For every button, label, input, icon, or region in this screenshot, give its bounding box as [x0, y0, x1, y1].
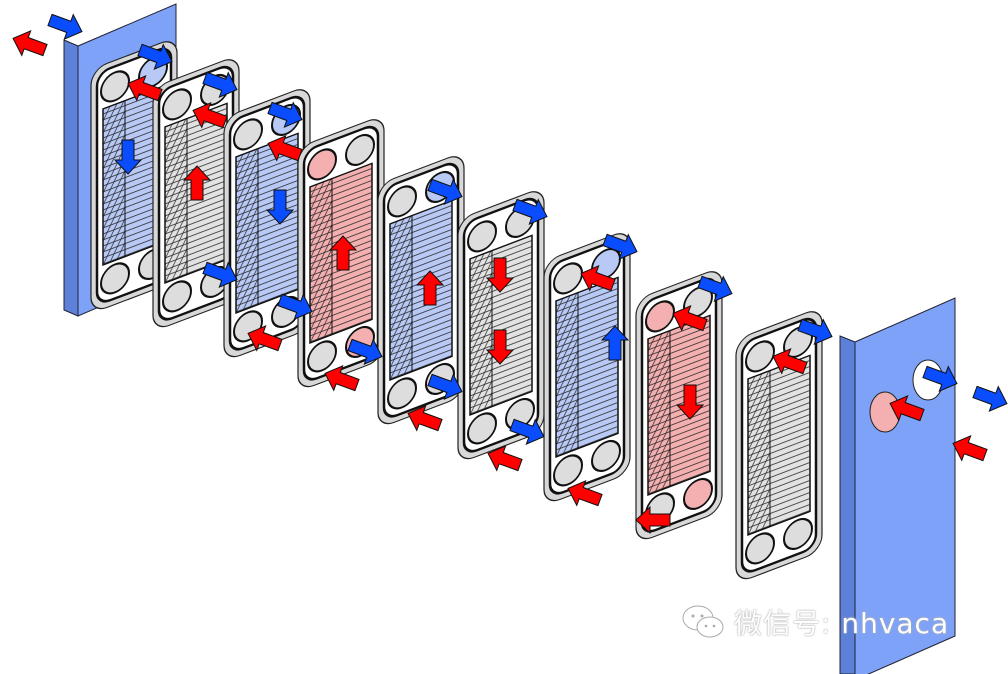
corrugation-side [647, 329, 671, 496]
cold-flow-arrow-icon [512, 198, 548, 225]
cold-flow-arrow-icon [113, 139, 143, 175]
cold-flow-arrow-icon [47, 13, 83, 40]
port [162, 88, 192, 121]
hot-flow-arrow-icon [407, 405, 443, 432]
hot-flow-arrow-icon [485, 257, 515, 293]
hot-flow-arrow-icon [567, 480, 603, 507]
cold-flow-arrow-icon [600, 325, 630, 361]
plate-5-blue [377, 156, 465, 425]
port [645, 300, 675, 333]
hot-flow-arrow-icon [672, 305, 708, 332]
hot-flow-arrow-icon [182, 165, 212, 201]
hot-flow-arrow-icon [247, 325, 283, 352]
cold-flow-arrow-icon [137, 43, 173, 70]
watermark-text: 微信号: nhvaca [734, 607, 950, 640]
hot-flow-arrow-icon [127, 75, 163, 102]
corrugation-side [164, 117, 188, 284]
cold-flow-arrow-icon [797, 318, 833, 345]
port [745, 532, 775, 565]
hot-flow-arrow-icon [889, 395, 925, 422]
cold-flow-arrow-icon [347, 338, 383, 365]
hot-flow-arrow-icon [635, 505, 671, 535]
port [467, 220, 497, 253]
port [783, 517, 813, 551]
hot-flow-arrow-icon [772, 348, 808, 375]
hot-flow-arrow-icon [192, 102, 228, 129]
cold-flow-arrow-icon [972, 385, 1008, 412]
hot-flow-arrow-icon [12, 30, 48, 57]
hot-flow-arrow-icon [952, 435, 988, 462]
hot-flow-arrow-icon [267, 135, 303, 162]
corrugation-side [469, 249, 493, 416]
port [307, 148, 337, 181]
hot-flow-arrow-icon [324, 365, 360, 392]
corrugation-side [747, 369, 771, 536]
cold-flow-arrow-icon [427, 178, 463, 205]
cold-flow-arrow-icon [277, 293, 313, 320]
corrugation-side [309, 177, 333, 344]
plate-6-grey [457, 191, 545, 460]
port [553, 454, 583, 487]
corrugation-side [102, 99, 126, 266]
port [100, 262, 130, 295]
corrugation-side [555, 291, 579, 458]
hot-flow-arrow-icon [415, 270, 445, 306]
port [345, 133, 375, 167]
watermark: 微信号: nhvaca [680, 602, 949, 642]
frame-side [63, 39, 79, 317]
corrugation-side [235, 147, 259, 314]
port [387, 185, 417, 218]
cold-flow-arrow-icon [267, 101, 303, 128]
port [162, 280, 192, 313]
cold-flow-arrow-icon [202, 71, 238, 98]
port [307, 340, 337, 373]
port [683, 477, 713, 511]
wechat-icon [682, 605, 724, 638]
port [100, 70, 130, 103]
port [387, 377, 417, 410]
port [467, 412, 497, 445]
cold-flow-arrow-icon [427, 373, 463, 400]
port [591, 439, 621, 473]
hot-flow-arrow-icon [675, 384, 705, 420]
plate-9-grey [735, 311, 823, 580]
cold-flow-arrow-icon [697, 275, 733, 302]
port [745, 340, 775, 373]
cold-flow-arrow-icon [202, 261, 238, 288]
frame-side [839, 335, 856, 674]
plate-3-blue [223, 89, 311, 358]
hot-flow-arrow-icon [485, 329, 515, 365]
port [233, 118, 263, 151]
cold-flow-arrow-icon [922, 365, 958, 392]
cold-flow-arrow-icon [509, 418, 545, 445]
plate-7-blue [543, 233, 631, 502]
corrugation-side [389, 214, 413, 381]
cold-flow-arrow-icon [602, 233, 638, 260]
hot-flow-arrow-icon [580, 265, 616, 292]
cold-flow-arrow-icon [265, 189, 295, 225]
hot-flow-arrow-icon [487, 445, 523, 472]
hot-flow-arrow-icon [328, 235, 358, 271]
